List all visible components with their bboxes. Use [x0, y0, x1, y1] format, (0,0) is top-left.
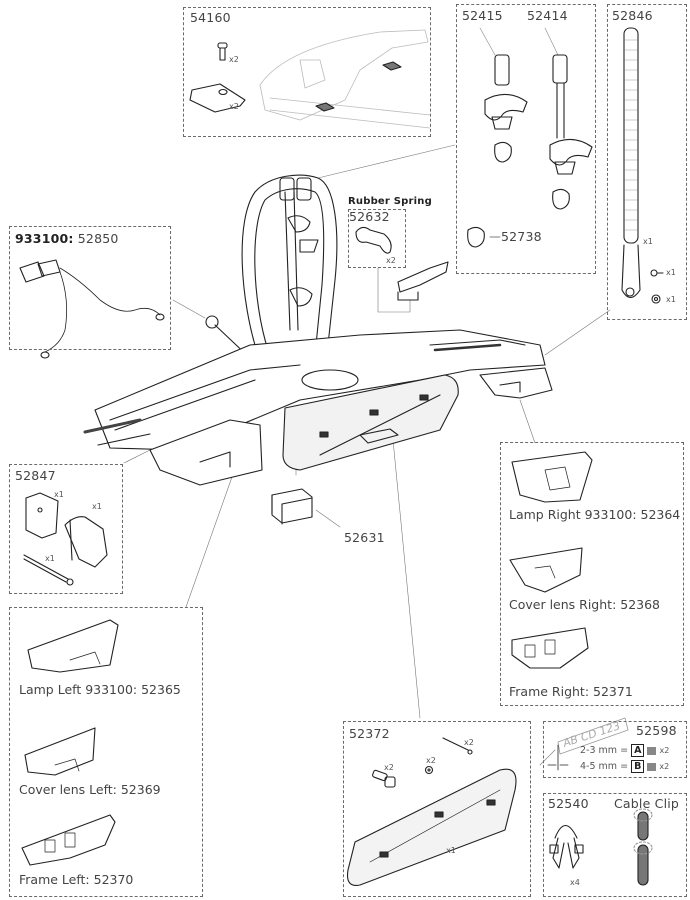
qty-washer-52372: x2: [426, 756, 436, 765]
spacer-b-icon: [647, 762, 657, 771]
qty-strap-52846: x1: [643, 237, 653, 246]
bolt-52372: [442, 737, 473, 755]
bolt-52847: [23, 554, 74, 586]
qty-52540: x4: [570, 878, 580, 887]
box-left-lamp: [9, 607, 203, 897]
qty-plate-52372: x1: [446, 846, 456, 855]
row-a: 2-3 mm = A x2: [580, 744, 670, 757]
qty-washer-52846: x1: [666, 295, 676, 304]
lamp-right-art: [511, 451, 593, 503]
qty-52632: x2: [386, 256, 396, 265]
part-number-52372: 52372: [349, 726, 390, 741]
part-number-52850: 933100: 52850: [15, 231, 119, 246]
part-number-52414: 52414: [527, 8, 568, 23]
part-number-52540: 52540: [548, 796, 589, 811]
frame-left-label: Frame Left: 52370: [19, 872, 134, 887]
part-number-52738: 52738: [501, 229, 542, 244]
frame-left-art: [21, 814, 116, 866]
rubber-spring-52632: [355, 226, 392, 254]
part-number-52415: 52415: [462, 8, 503, 23]
part-number-54160: 54160: [190, 10, 231, 25]
part-number-52631: 52631: [344, 530, 385, 545]
arm-52415: [479, 27, 528, 163]
arm-52414: [544, 27, 593, 210]
rubber-spring-heading: Rubber Spring: [348, 196, 432, 207]
part-number-52847: 52847: [15, 468, 56, 483]
box-52632: [348, 209, 406, 268]
washer-52846: [651, 294, 661, 304]
cover-lens-left-label: Cover lens Left: 52369: [19, 782, 161, 797]
strap-52846: [621, 27, 641, 299]
cable-52850: [19, 259, 165, 359]
qty-bolt-52372: x2: [464, 738, 474, 747]
cover-lens-right-label: Cover lens Right: 52368: [509, 597, 661, 612]
lamp-left-art: [27, 619, 119, 673]
plate-holder-52372: [346, 768, 517, 886]
nut-plate-54160-a: [315, 102, 335, 112]
thickness-a: 2-3 mm =: [580, 745, 629, 756]
knob-52372: [372, 769, 396, 788]
pad-52738: [467, 226, 485, 248]
frame-right-art: [511, 627, 589, 669]
qty-bolt-52847: x1: [45, 554, 55, 563]
clamp-52847: [64, 516, 108, 568]
bracket-52847: [25, 492, 59, 539]
nut-plate-54160-b: [382, 61, 402, 71]
box-right-lamp: [500, 442, 684, 706]
qty-b: x2: [659, 762, 670, 771]
lamp-left-label: Lamp Left 933100: 52365: [19, 682, 181, 697]
qty-knob-52372: x2: [384, 763, 394, 772]
qty-screw-54160: x2: [229, 55, 239, 64]
frame-right-label: Frame Right: 52371: [509, 684, 633, 699]
row-b: 4-5 mm = B x2: [580, 760, 670, 773]
carrier-main-body: [83, 174, 553, 486]
screw-54160: [217, 42, 228, 61]
cover-lens-left-art: [24, 727, 96, 776]
box-52415-52414: [456, 4, 596, 274]
cover-lens-right-art: [509, 547, 583, 593]
box-52850: [9, 226, 171, 350]
part-52631: [271, 488, 313, 525]
key-b: B: [631, 760, 645, 773]
qty-plate-54160: x2: [229, 102, 239, 111]
screw-52846: [650, 269, 664, 277]
cable-clip-title: Cable Clip: [614, 796, 680, 811]
clip-52540: [549, 824, 584, 869]
qty-screw-52846: x1: [666, 268, 676, 277]
part-number-52632: 52632: [349, 209, 390, 224]
number-plate-art: [557, 717, 629, 755]
part-number-52598: 52598: [636, 723, 677, 738]
box-52540: [543, 793, 687, 897]
box-52372: [343, 721, 531, 897]
tow-coupling-faded: [259, 29, 431, 129]
article-prefix: 933100:: [15, 231, 74, 246]
qty-clamp-52847: x1: [92, 502, 102, 511]
washer-52372: [424, 765, 434, 775]
cable-clip-art: [633, 808, 653, 886]
lever-part: [397, 261, 449, 301]
qty-a: x2: [659, 746, 670, 755]
part-number: 52850: [77, 231, 119, 246]
box-54160: [183, 7, 431, 137]
key-a: A: [631, 744, 645, 757]
box-52598: [543, 721, 687, 778]
part-number-52846: 52846: [612, 8, 653, 23]
lamp-right-label: Lamp Right 933100: 52364: [509, 507, 681, 522]
plate-54160: [189, 83, 246, 113]
thickness-b: 4-5 mm =: [580, 761, 629, 772]
qty-bracket-52847: x1: [54, 490, 64, 499]
box-52847: [9, 464, 123, 594]
spacer-a-icon: [647, 746, 657, 755]
box-52846: [607, 4, 687, 320]
